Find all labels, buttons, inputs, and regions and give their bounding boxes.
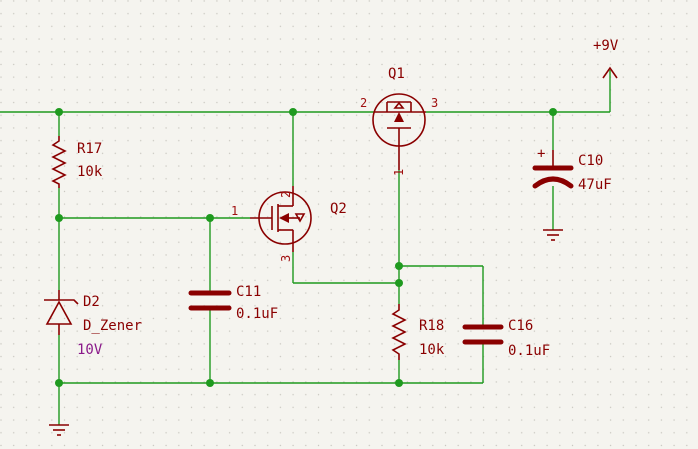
junction-dot xyxy=(55,108,63,116)
junction-dot xyxy=(206,379,214,387)
supply-label: +9V xyxy=(593,38,619,54)
supply-9v[interactable]: +9V xyxy=(593,38,619,79)
q2-arrow-icon xyxy=(279,213,289,223)
capacitor-c10[interactable]: + C10 47uF xyxy=(532,146,612,193)
q2-pin2-label: 2 xyxy=(279,191,293,198)
capacitor-c11[interactable]: C11 0.1uF xyxy=(188,284,278,322)
q2-ref: Q2 xyxy=(330,201,347,217)
junction-dot xyxy=(206,214,214,222)
q1-arrow-icon xyxy=(394,112,404,122)
transistor-q1[interactable]: Q1 2 3 1 xyxy=(360,66,438,176)
junction-dot xyxy=(395,379,403,387)
transistor-q2[interactable]: Q2 1 2 3 xyxy=(231,186,347,262)
d2-value: 10V xyxy=(77,342,103,358)
c16-ref: C16 xyxy=(508,318,533,334)
r18-ref: R18 xyxy=(419,318,444,334)
q1-pin3-label: 3 xyxy=(431,96,438,110)
junction-dot xyxy=(395,262,403,270)
diode-d2[interactable]: D2 D_Zener 10V xyxy=(44,290,142,358)
c10-polarity: + xyxy=(537,146,545,162)
c16-value: 0.1uF xyxy=(508,343,550,359)
q2-diode-icon xyxy=(294,213,306,223)
junctions xyxy=(55,108,557,387)
d2-triangle-icon xyxy=(45,300,73,325)
junction-dot xyxy=(549,108,557,116)
r18-zigzag-icon xyxy=(391,304,407,360)
junction-dot xyxy=(395,279,403,287)
ground-main[interactable] xyxy=(49,424,69,436)
junction-dot xyxy=(55,214,63,222)
resistor-r17[interactable]: R17 10k xyxy=(51,136,103,188)
d2-cathode-icon xyxy=(44,299,79,305)
c11-value: 0.1uF xyxy=(236,306,278,322)
q1-diode-icon xyxy=(393,101,405,109)
q2-pin1-label: 1 xyxy=(231,204,238,218)
c10-value: 47uF xyxy=(578,177,612,193)
d2-name: D_Zener xyxy=(83,318,142,334)
junction-dot xyxy=(289,108,297,116)
junction-dot xyxy=(55,379,63,387)
q2-pin3-label: 3 xyxy=(279,255,293,262)
d2-ref: D2 xyxy=(83,294,100,310)
ground-c10[interactable] xyxy=(543,229,563,241)
c10-ref: C10 xyxy=(578,153,603,169)
r18-value: 10k xyxy=(419,342,445,358)
r17-ref: R17 xyxy=(77,141,102,157)
supply-arrow-icon xyxy=(602,66,618,79)
q1-pin1-label: 1 xyxy=(392,169,406,176)
r17-value: 10k xyxy=(77,164,103,180)
c11-ref: C11 xyxy=(236,284,261,300)
q1-pin2-label: 2 xyxy=(360,96,367,110)
capacitor-c16[interactable]: C16 0.1uF xyxy=(462,318,550,359)
c10-curved-plate-icon xyxy=(532,176,574,189)
q1-ref: Q1 xyxy=(388,66,405,82)
resistor-r18[interactable]: R18 10k xyxy=(391,304,445,360)
r17-zigzag-icon xyxy=(51,136,67,188)
